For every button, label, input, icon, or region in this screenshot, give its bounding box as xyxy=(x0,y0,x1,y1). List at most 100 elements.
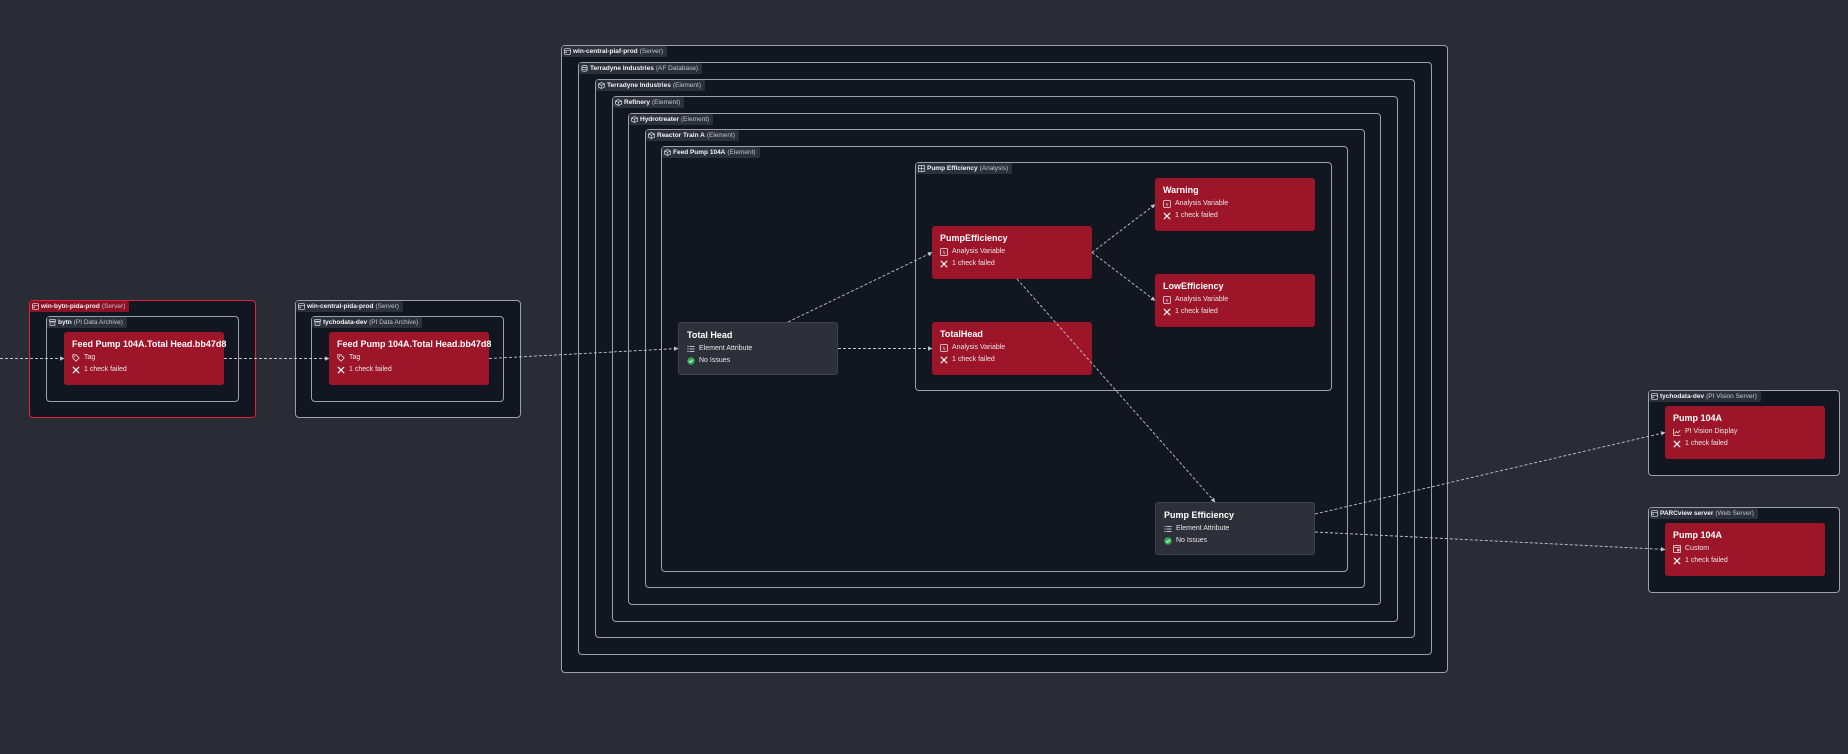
group-label: Reactor Train A(Element) xyxy=(646,130,739,141)
group-kind: (Server) xyxy=(101,303,126,310)
node-title: Pump 104A xyxy=(1673,413,1723,423)
node-type-row: x Analysis Variable xyxy=(1163,294,1307,305)
node-status: No Issues xyxy=(1176,537,1208,544)
node-type-row: PI Vision Display xyxy=(1673,426,1817,437)
group-kind: (Element) xyxy=(727,149,756,156)
element-icon xyxy=(664,149,671,156)
node-status: 1 check failed xyxy=(1175,308,1218,315)
x-icon xyxy=(1673,440,1681,448)
node-status: 1 check failed xyxy=(952,260,995,267)
group-label: win-central-piaf-prod(Server) xyxy=(562,46,668,57)
node-title: LowEfficiency xyxy=(1163,281,1224,291)
group-kind: (AF Database) xyxy=(655,65,699,72)
x-icon xyxy=(940,356,948,364)
group-label: PARCview server(Web Server) xyxy=(1649,508,1758,519)
group-kind: (Element) xyxy=(706,132,735,139)
node-status-row: 1 check failed xyxy=(1673,438,1817,449)
node-pump-104a-pi-vision[interactable]: Pump 104A PI Vision Display 1 check failed xyxy=(1665,406,1825,459)
variable-icon: x xyxy=(1163,199,1171,208)
group-name: Terradyne Industries xyxy=(607,82,671,89)
list-icon xyxy=(1164,525,1172,533)
node-status: No Issues xyxy=(699,357,731,364)
group-label: Terradyne Industries(AF Database) xyxy=(579,63,703,74)
element-icon xyxy=(615,99,622,106)
node-status: 1 check failed xyxy=(1685,557,1728,564)
group-name: Feed Pump 104A xyxy=(673,149,726,156)
group-name: Refinery xyxy=(624,99,651,106)
node-title: Pump Efficiency xyxy=(1164,510,1235,520)
node-type-row: Tag xyxy=(72,352,216,363)
variable-icon: x xyxy=(1163,295,1171,304)
node-type: Analysis Variable xyxy=(1175,296,1229,303)
variable-icon: x xyxy=(940,343,948,352)
node-status-row: 1 check failed xyxy=(1163,210,1307,221)
group-label: Hydrotreater(Element) xyxy=(629,114,714,125)
server-icon xyxy=(564,48,571,55)
group-name: tychodata-dev xyxy=(323,319,368,326)
group-kind: (PI Data Archive) xyxy=(73,319,123,326)
tag-icon xyxy=(72,353,80,362)
node-status-row: 1 check failed xyxy=(940,354,1084,365)
group-name: Terradyne Industries xyxy=(590,65,654,72)
x-icon xyxy=(72,366,80,374)
node-title: Feed Pump 104A.Total Head.bb47d8 xyxy=(337,339,492,349)
node-title: Warning xyxy=(1163,185,1199,195)
node-type: Element Attribute xyxy=(1176,525,1230,532)
element-icon xyxy=(598,82,605,89)
node-title: Total Head xyxy=(687,330,733,340)
chart-icon xyxy=(1673,428,1681,436)
group-name: bytn xyxy=(58,319,72,326)
group-kind: (Analysis) xyxy=(979,165,1009,172)
node-status-row: 1 check failed xyxy=(940,258,1084,269)
node-lowefficiency-variable[interactable]: LowEfficiency x Analysis Variable 1 check f… xyxy=(1155,274,1315,327)
svg-text:x: x xyxy=(942,250,946,256)
group-name: Pump Efficiency xyxy=(927,165,978,172)
group-kind: (Element) xyxy=(652,99,681,106)
node-type-row: Element Attribute xyxy=(687,343,829,354)
database-icon xyxy=(581,65,588,72)
variable-icon: x xyxy=(940,247,948,256)
svg-text:x: x xyxy=(1165,202,1169,208)
group-kind: (Web Server) xyxy=(1715,510,1754,517)
node-status-row: 1 check failed xyxy=(1163,306,1307,317)
element-icon xyxy=(631,116,638,123)
node-status: 1 check failed xyxy=(84,366,127,373)
x-icon xyxy=(1163,308,1171,316)
node-type: Tag xyxy=(84,354,96,361)
node-status-row: No Issues xyxy=(687,355,829,366)
element-icon xyxy=(648,132,655,139)
node-type-row: Custom xyxy=(1673,543,1817,554)
group-name: Reactor Train A xyxy=(657,132,705,139)
group-kind: (Element) xyxy=(681,116,710,123)
group-name: PARCview server xyxy=(1660,510,1714,517)
group-label: win-central-pida-prod(Server) xyxy=(296,301,403,312)
server-icon xyxy=(32,303,39,310)
x-icon xyxy=(337,366,345,374)
node-title: PumpEfficiency xyxy=(940,233,1008,243)
server-icon xyxy=(1651,510,1658,517)
node-status-row: 1 check failed xyxy=(337,364,481,375)
node-status-row: 1 check failed xyxy=(1673,555,1817,566)
archive-icon xyxy=(49,319,56,326)
group-kind: (Server) xyxy=(639,48,664,55)
group-kind: (PI Data Archive) xyxy=(369,319,419,326)
node-type-row: Tag xyxy=(337,352,481,363)
group-name: tychodata-dev xyxy=(1660,393,1705,400)
group-kind: (Element) xyxy=(672,82,702,89)
node-type: PI Vision Display xyxy=(1685,428,1738,435)
server-icon xyxy=(298,303,305,310)
group-kind: (Server) xyxy=(375,303,399,310)
list-icon xyxy=(687,345,695,353)
group-label: Feed Pump 104A(Element) xyxy=(662,147,760,158)
